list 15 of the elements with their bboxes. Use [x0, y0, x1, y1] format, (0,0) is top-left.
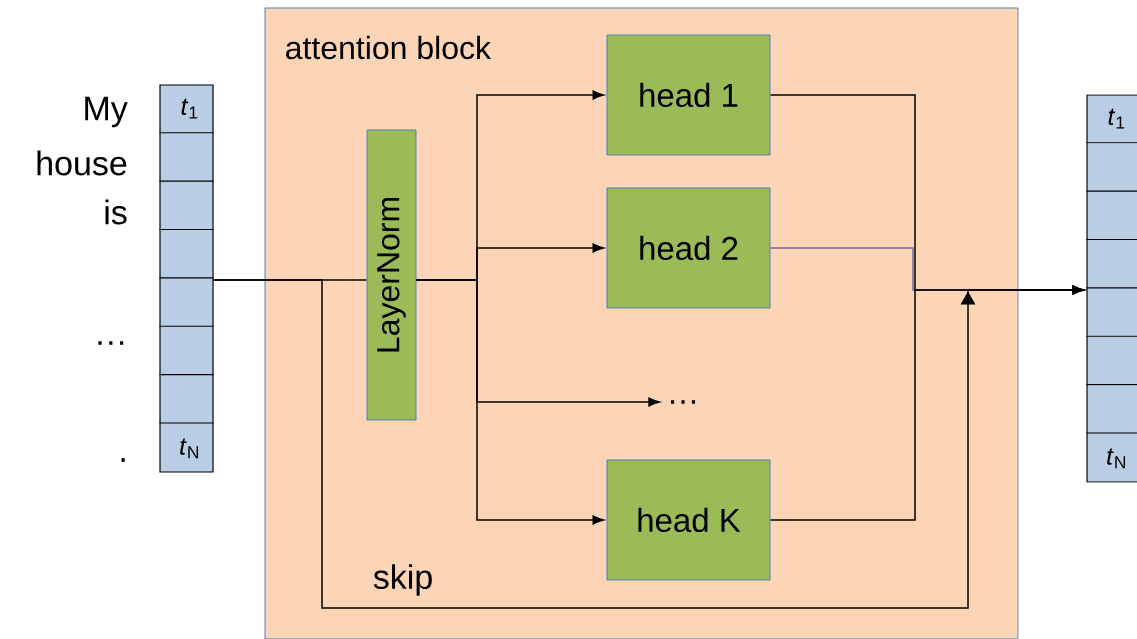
token-column: t$_{1}$ t$_{N}$: [158, 84, 215, 473]
connector-arrow: [415, 279, 604, 525]
word-label: My: [85, 96, 128, 128]
word-label: is: [105, 199, 127, 225]
connector-arrow: [212, 279, 1084, 609]
word-label: .: [121, 458, 125, 462]
ellipsis-text: …: [671, 400, 695, 404]
word-label: …: [98, 341, 124, 345]
head-box: head K: [606, 459, 771, 581]
layernorm-bar: LayerNorm: [366, 129, 417, 421]
head-box: head 2: [606, 187, 771, 309]
word-label: house: [37, 150, 127, 176]
token-column: t$_{1}$ t$_{N}$: [1085, 94, 1137, 483]
head-box: head 1: [606, 34, 771, 156]
edge-label: skip: [371, 563, 435, 597]
